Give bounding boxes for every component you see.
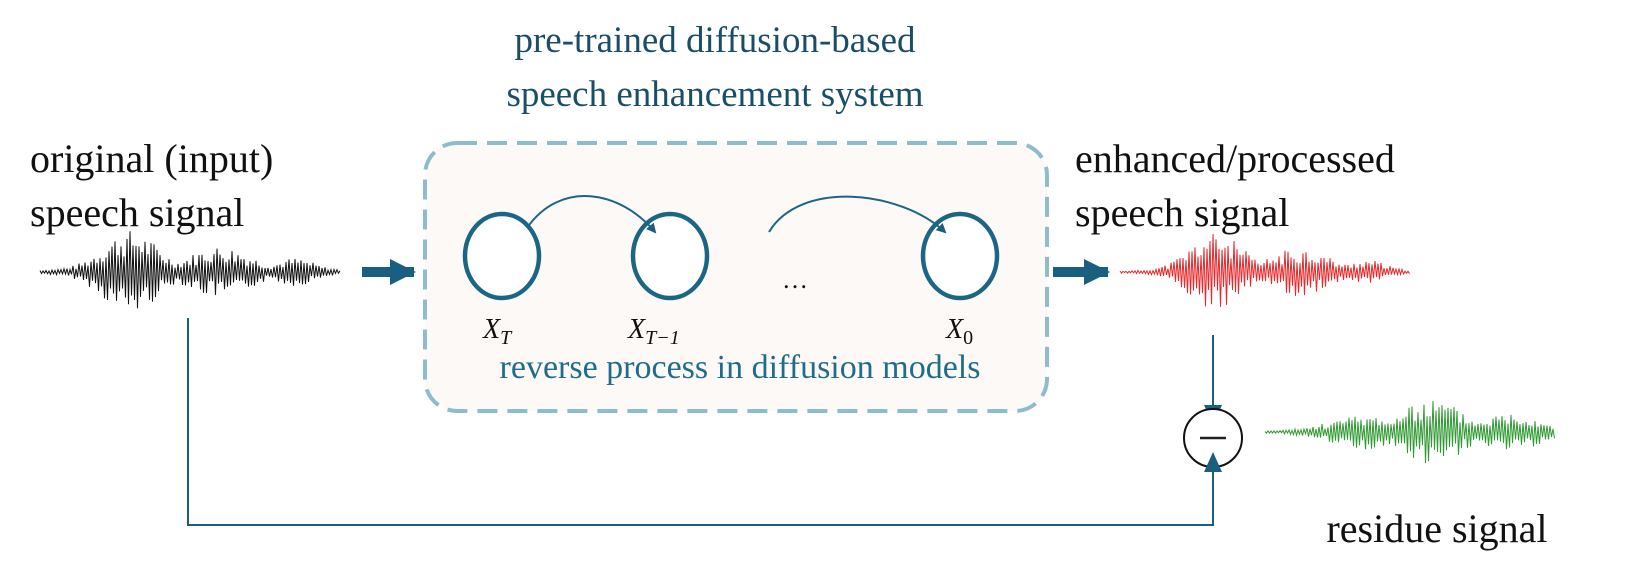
state-label-xt-1: XT−1 [627,314,680,349]
state-circle-xt [462,211,542,301]
transition-arrow-1 [526,195,657,234]
input-label-line-1: original (input) [30,136,273,181]
residue-waveform [1264,400,1555,464]
ellipsis: … [782,265,808,294]
diffusion-system-box [423,141,1049,413]
residue-label: residue signal [1326,506,1547,551]
state-label-x0: X0 [945,314,973,349]
state-circle-xt-1 [630,211,710,301]
arrow-head-up [1204,452,1222,472]
enhanced-waveform [1119,233,1410,307]
state-circle-x0 [920,211,1000,301]
output-label-line-1: enhanced/processed [1075,136,1395,181]
system-title-line-2: speech enhancement system [506,74,923,115]
state-label-xt: XT [482,314,513,349]
input-waveform [39,231,341,309]
output-label-line-2: speech signal [1075,190,1289,235]
input-label-line-2: speech signal [30,190,244,235]
system-title-line-1: pre-trained diffusion-based [514,20,916,61]
reverse-process-label: reverse process in diffusion models [500,349,981,386]
skip-connection-line [187,318,1214,526]
transition-arrow-2 [768,195,947,234]
